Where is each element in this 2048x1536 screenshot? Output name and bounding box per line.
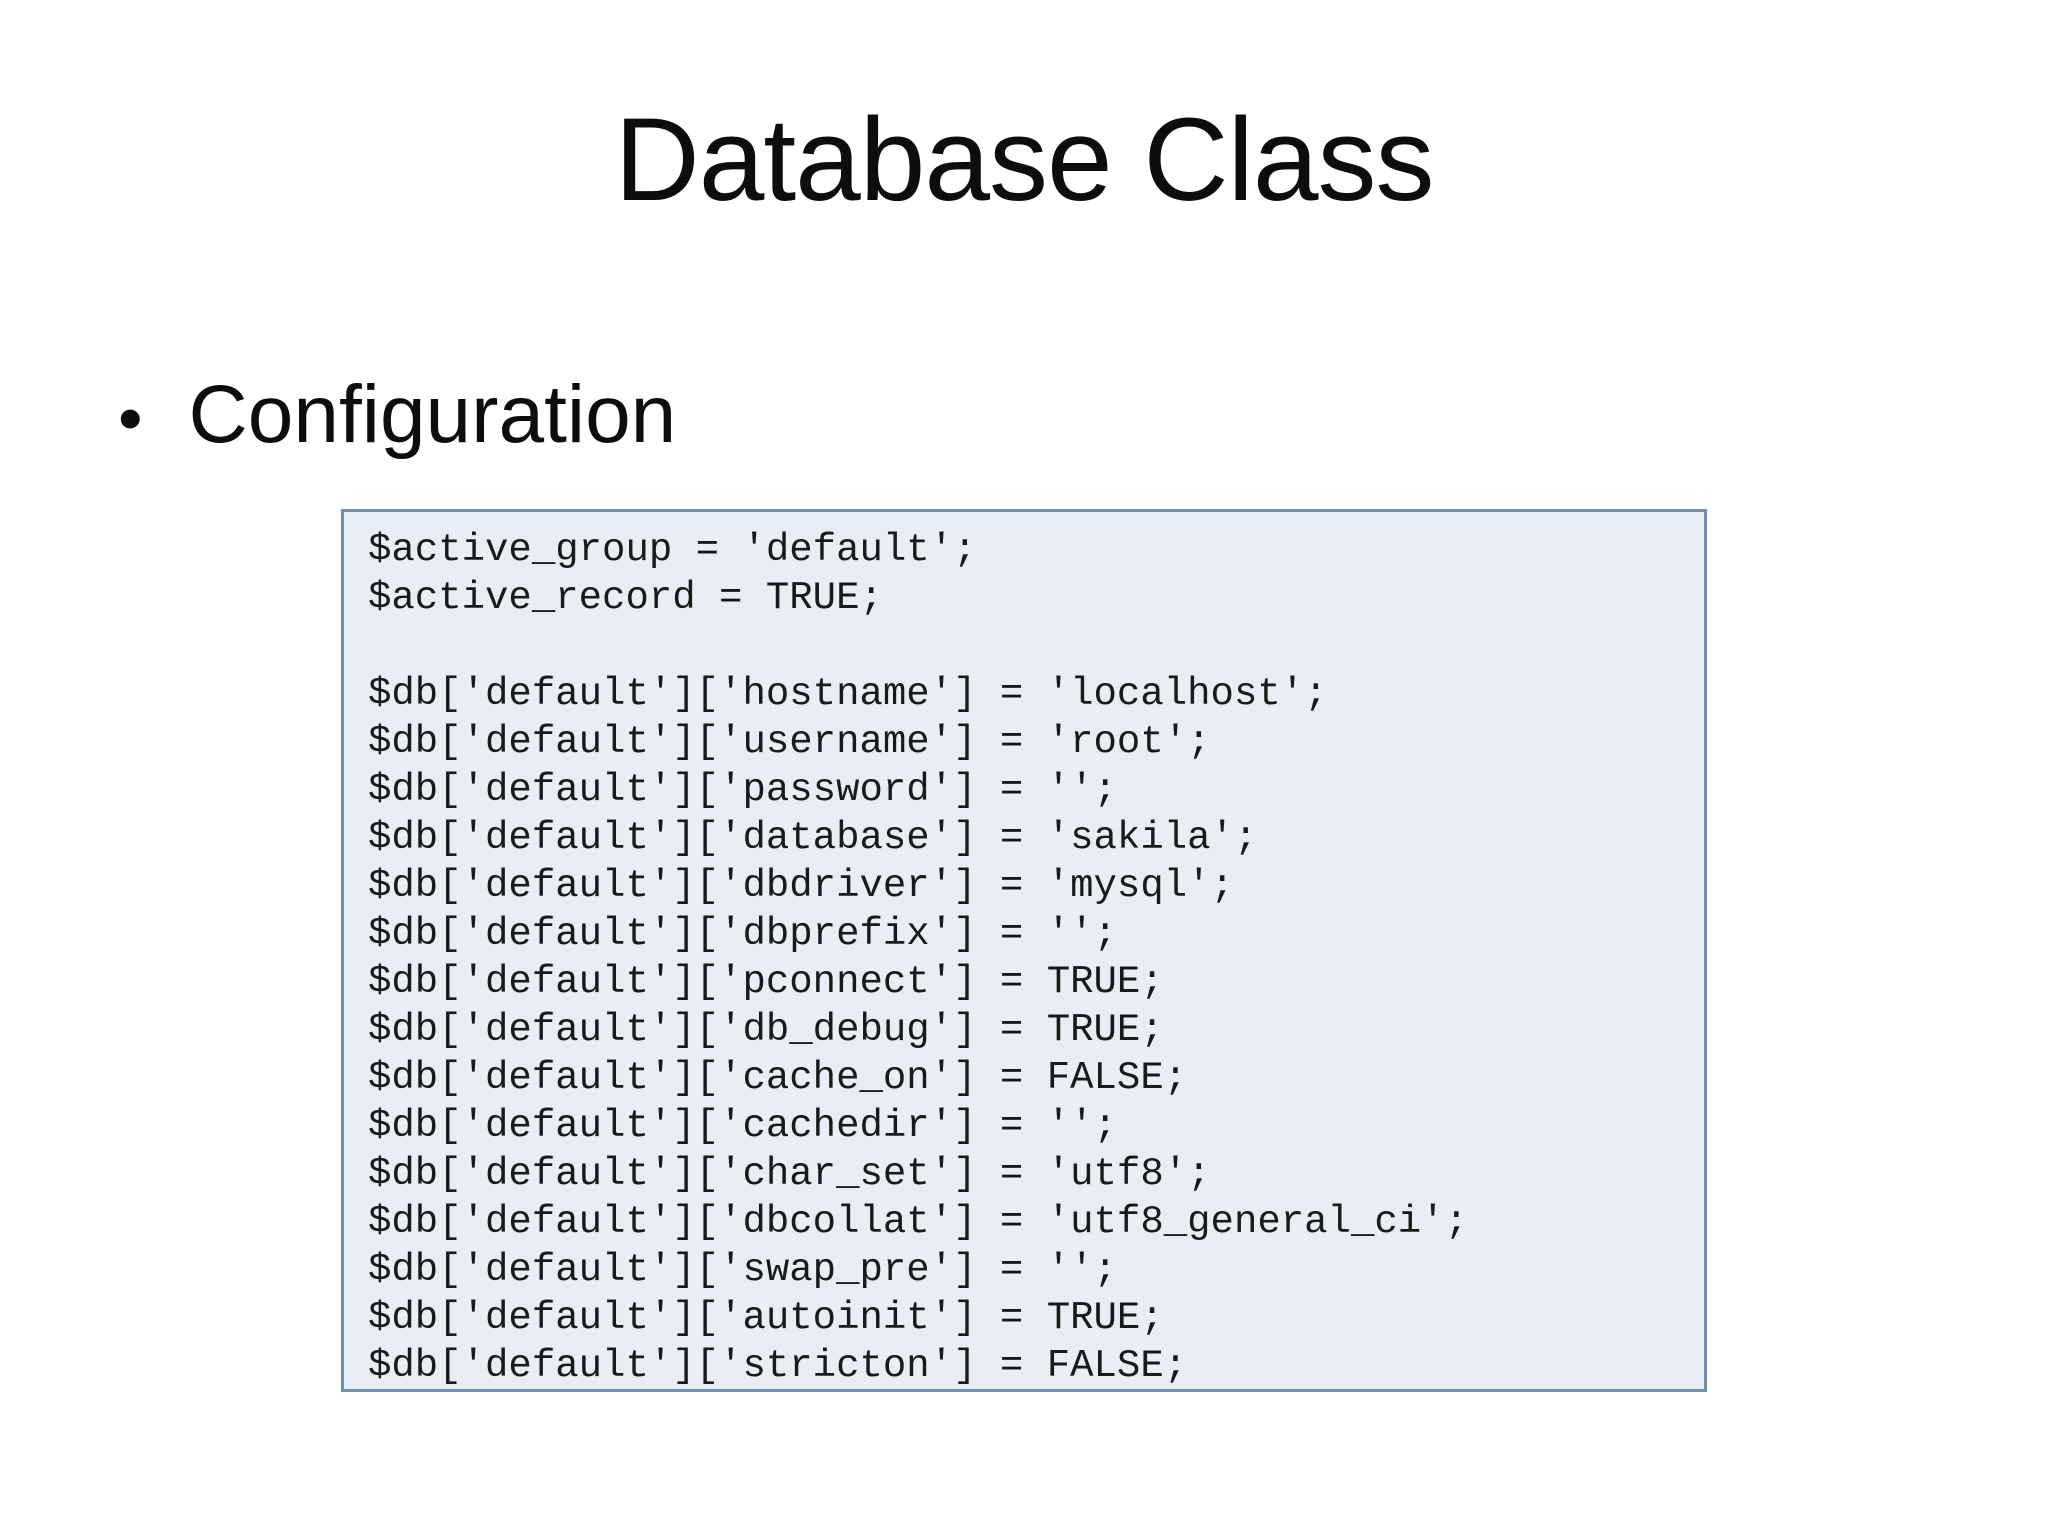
bullet-label: Configuration <box>188 369 677 460</box>
page-title: Database Class <box>614 94 1435 226</box>
bullet-icon: • <box>118 379 143 457</box>
bullet-item-configuration: • Configuration <box>118 368 676 462</box>
code-block: $active_group = 'default'; $active_recor… <box>341 509 1707 1392</box>
